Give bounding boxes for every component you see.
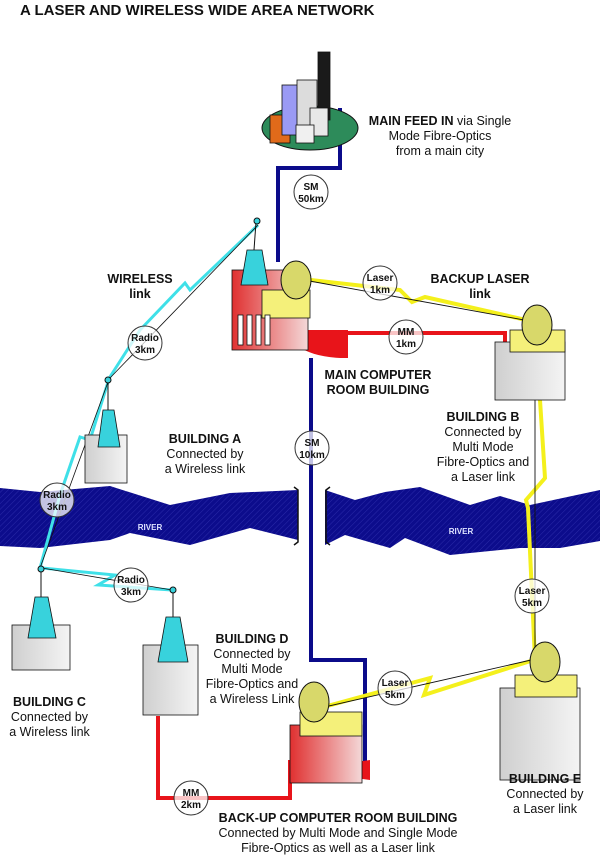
main-feed-inline: via Single — [457, 114, 512, 128]
laser-b-to-e — [523, 321, 548, 661]
link-bubble-circle — [294, 430, 330, 466]
link-bubble-line2: 3km — [47, 502, 67, 513]
link-bubble-line2: 3km — [121, 587, 141, 598]
link-bubble-line2: 3km — [135, 345, 155, 356]
mm-line-d-to-backup — [156, 716, 292, 800]
sm-line-main-to-backup — [309, 358, 367, 770]
label-building-a: BUILDING A Connected by a Wireless link — [164, 432, 246, 476]
link-bubble-circle — [173, 780, 209, 816]
link-bubble-line2: 2km — [181, 800, 201, 811]
main-computer-room-building-icon — [231, 217, 348, 359]
link-bubble-line1: SM — [304, 182, 319, 193]
label-building-b: BUILDING B Connected by Multi Mode Fibre… — [436, 410, 530, 484]
link-bubble-line2: 1km — [396, 339, 416, 350]
link-bubble-circle — [293, 174, 329, 210]
river-left — [0, 486, 298, 548]
link-bubble-line1: Radio — [131, 333, 159, 344]
building-c-icon — [11, 565, 71, 671]
link-bubble-line1: MM — [398, 327, 415, 338]
laser-backup-to-e — [319, 656, 541, 710]
link-bubble-line1: Radio — [43, 490, 71, 501]
link-bubble-circle — [113, 567, 149, 603]
label-main-feed: MAIN FEED IN via Single Mode Fibre-Optic… — [368, 114, 512, 158]
building-b-icon — [494, 304, 566, 401]
label-main-computer-room: MAIN COMPUTER ROOM BUILDING — [324, 368, 432, 397]
link-bubble-line1: Radio — [117, 575, 145, 586]
link-bubble-line1: Laser — [519, 586, 546, 597]
bridge-bracket-left — [293, 486, 299, 546]
link-bubbles: SM50kmRadio3kmLaser1kmMM1kmSM10kmRadio3k… — [39, 174, 550, 816]
link-bubble-circle — [514, 578, 550, 614]
river-label-left: RIVER — [138, 523, 163, 532]
label-building-c: BUILDING C Connected by a Wireless link — [9, 695, 90, 739]
label-backup-computer-room: BACK-UP COMPUTER ROOM BUILDING Connected… — [218, 811, 458, 855]
building-a-icon — [84, 376, 128, 484]
link-bubble-circle — [362, 265, 398, 301]
bridge-bracket-right — [325, 486, 331, 546]
label-building-e: BUILDING E Connected by a Laser link — [506, 772, 584, 816]
label-building-d: BUILDING D Connected by Multi Mode Fibre… — [205, 632, 299, 706]
building-e-icon — [499, 641, 581, 781]
label-backup-laser-link: BACKUP LASER link — [430, 272, 530, 301]
link-bubble-line1: MM — [183, 788, 200, 799]
link-bubble-circle — [127, 325, 163, 361]
building-d-icon — [142, 586, 199, 716]
link-bubble-line1: Laser — [367, 273, 394, 284]
backup-computer-room-building-icon — [289, 681, 370, 784]
river-right — [325, 487, 600, 555]
main-feed-title: MAIN FEED IN — [368, 114, 454, 128]
link-bubble-circle — [388, 319, 424, 355]
link-bubble-line1: Laser — [382, 678, 409, 689]
city-icon — [261, 51, 359, 151]
link-bubble-line2: 5km — [522, 598, 542, 609]
link-bubble-line2: 10km — [299, 450, 325, 461]
link-bubble-line1: SM — [305, 438, 320, 449]
label-wireless-link: WIRELESS link — [107, 272, 173, 301]
wireless-links — [38, 223, 260, 592]
link-bubble-circle — [377, 670, 413, 706]
mm-line-main-to-b — [345, 331, 507, 348]
link-bubble-line2: 5km — [385, 690, 405, 701]
river-label-right: RIVER — [449, 527, 474, 536]
wireless-a-to-c — [38, 381, 110, 569]
link-bubble-circle — [39, 482, 75, 518]
river: RIVER RIVER — [0, 486, 600, 555]
link-bubble-line2: 1km — [370, 285, 390, 296]
link-bubble-line2: 50km — [298, 194, 324, 205]
page-title: A LASER AND WIRELESS WIDE AREA NETWORK — [20, 2, 375, 19]
